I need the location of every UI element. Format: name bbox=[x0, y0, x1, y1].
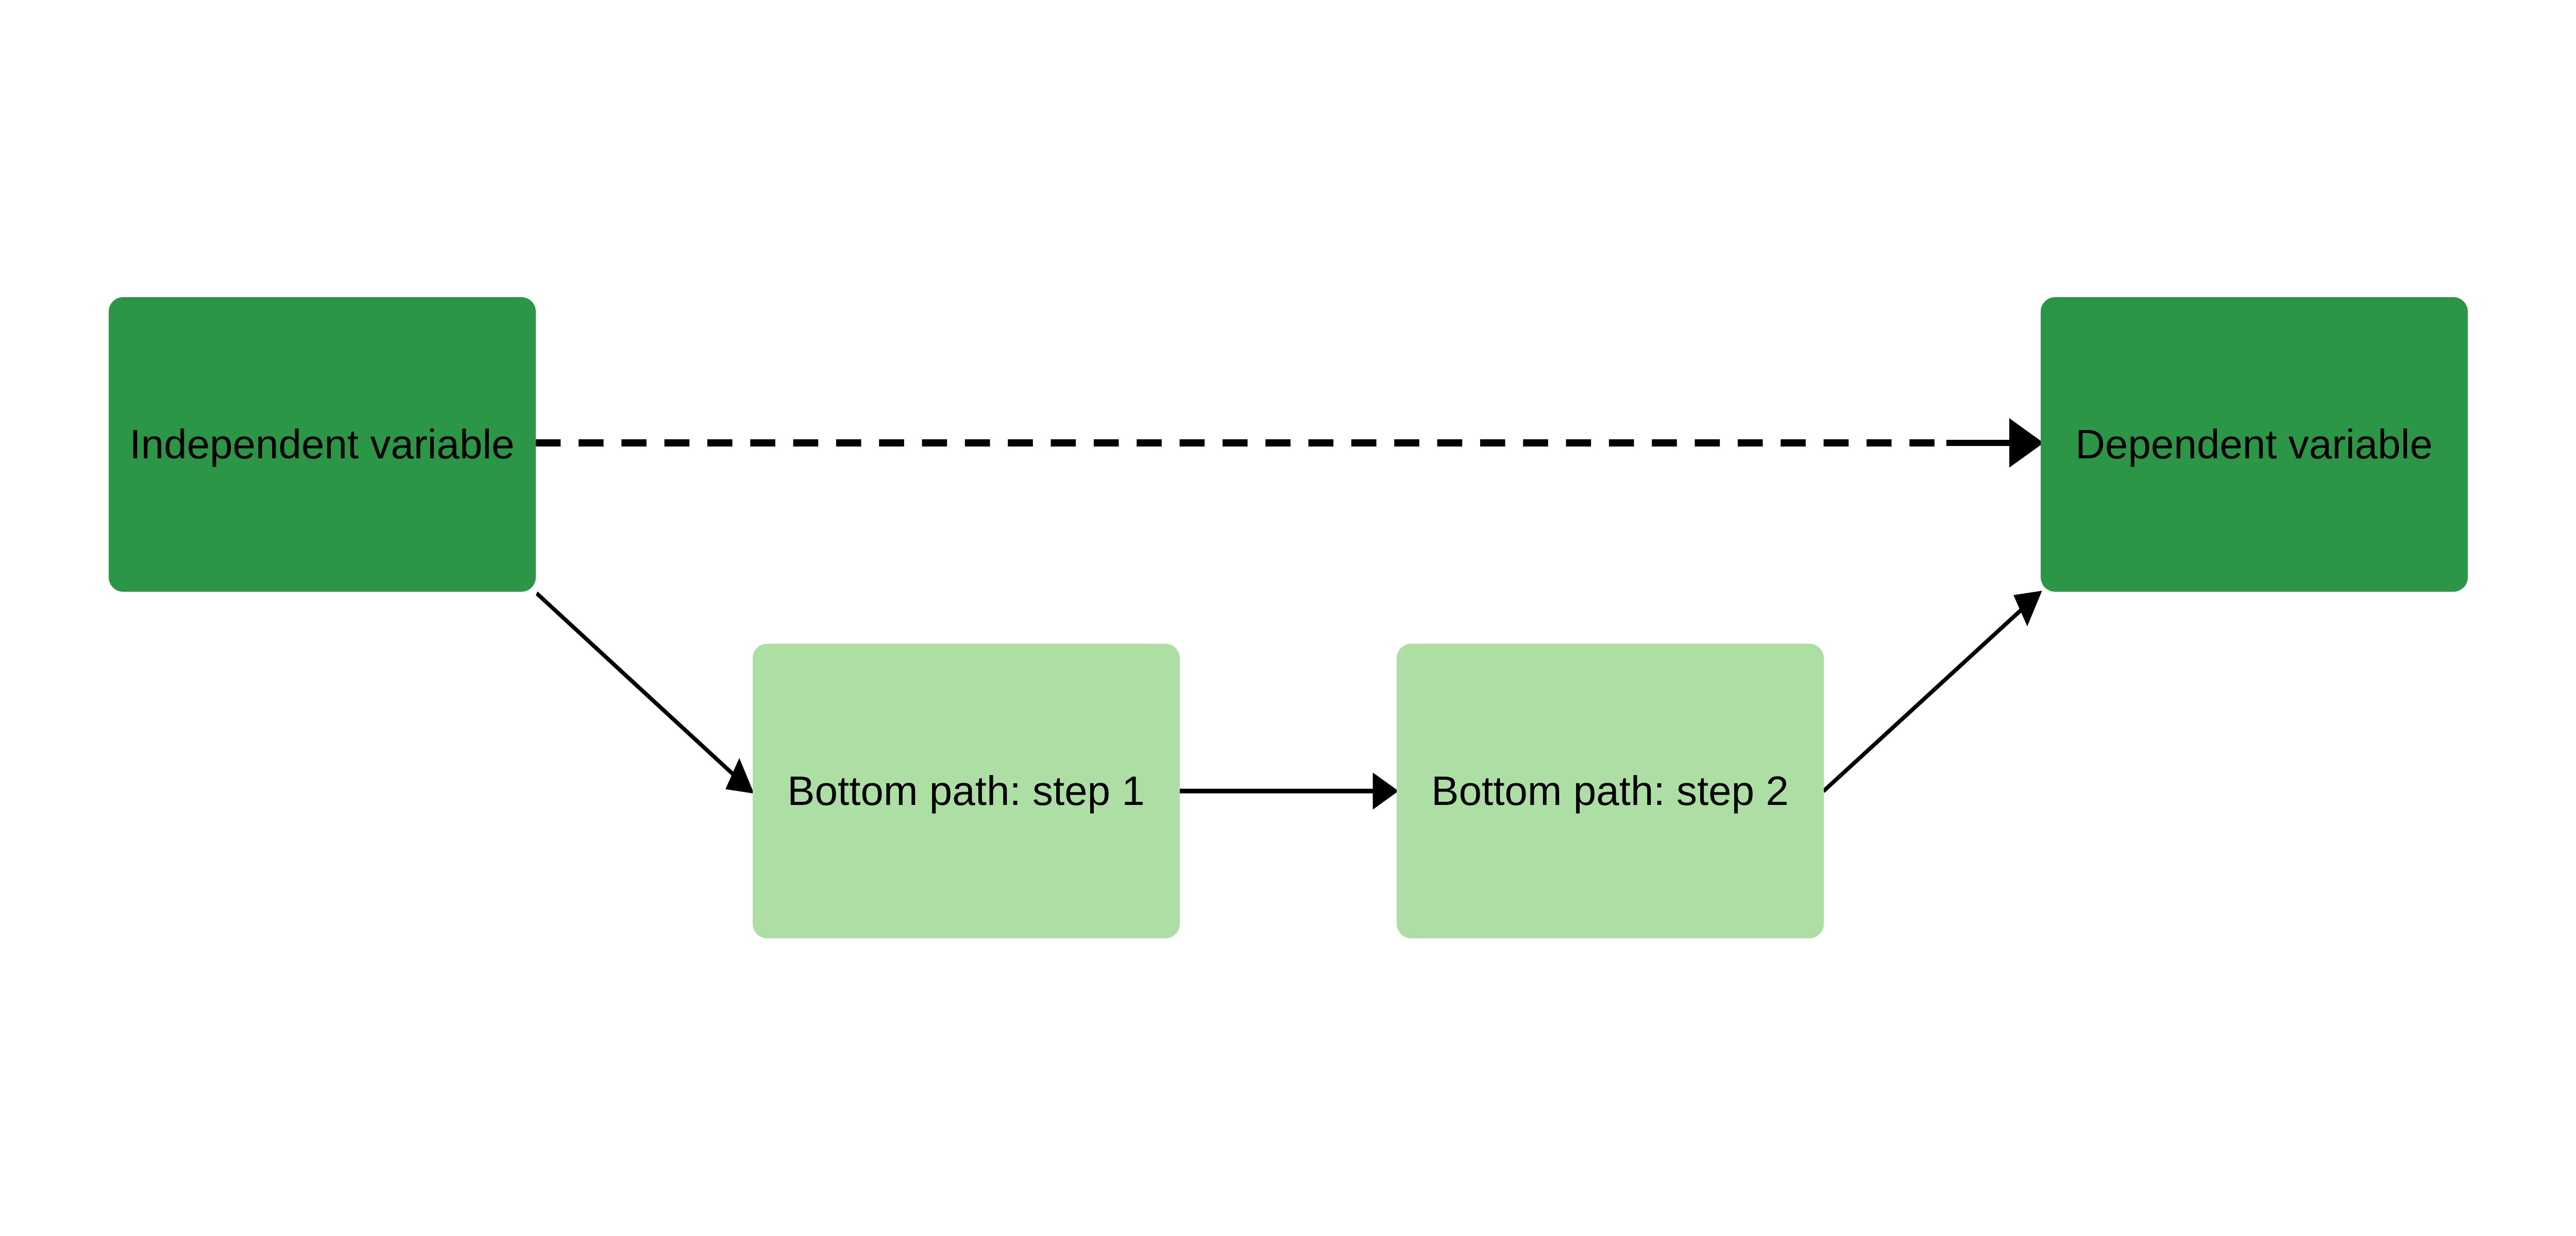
node-label: Bottom path: step 2 bbox=[1431, 768, 1789, 814]
node-bottom-path-step-2: Bottom path: step 2 bbox=[1396, 644, 1824, 938]
node-bottom-path-step-1: Bottom path: step 1 bbox=[752, 644, 1180, 938]
node-dependent-variable: Dependent variable bbox=[2040, 297, 2468, 592]
node-label: Dependent variable bbox=[2075, 421, 2433, 467]
node-label: Independent variable bbox=[129, 421, 515, 467]
node-label: Bottom path: step 1 bbox=[787, 768, 1145, 814]
node-independent-variable: Independent variable bbox=[108, 297, 536, 592]
edge-step2-to-dependent bbox=[1822, 591, 2042, 793]
edge-independent-to-step1 bbox=[535, 591, 754, 794]
